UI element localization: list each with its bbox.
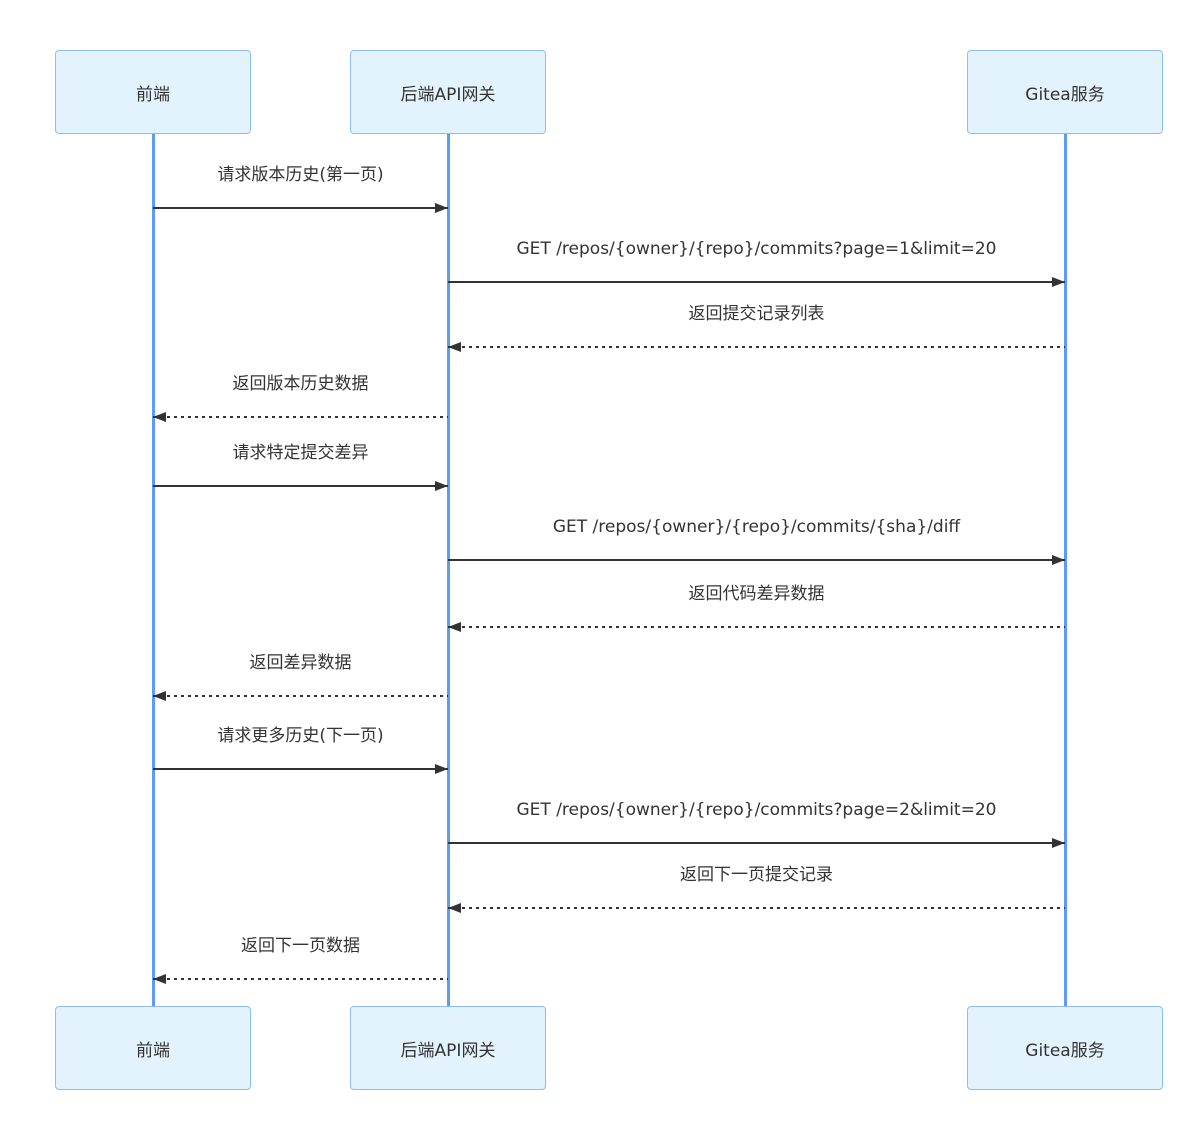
message-arrow-line [153,768,448,770]
message-label: GET /repos/{owner}/{repo}/commits?page=1… [516,239,997,259]
message-label: 返回下一页提交记录 [680,865,833,885]
message-label: 请求特定提交差异 [232,443,369,463]
arrowhead-icon [153,412,166,422]
message-arrow-line [448,907,1065,909]
arrowhead-icon [153,691,166,701]
message-arrow-line [153,485,448,487]
actor-label: 前端 [136,84,170,105]
arrowhead-icon [153,974,166,984]
message-arrow-line [448,559,1065,561]
message-label: 请求版本历史(第一页) [217,165,384,185]
arrowhead-icon [448,342,461,352]
message-label: 请求更多历史(下一页) [217,726,384,746]
message-label: GET /repos/{owner}/{repo}/commits/{sha}/… [552,517,961,537]
actor-label: 前端 [136,1040,170,1061]
arrowhead-icon [448,622,461,632]
actor-box-frontend-top: 前端 [55,50,251,134]
arrowhead-icon [1052,555,1065,565]
message-label: 返回代码差异数据 [688,584,825,604]
message-arrow-line [448,346,1065,348]
message-label: 返回版本历史数据 [232,374,369,394]
actor-box-gateway-bottom: 后端API网关 [350,1006,546,1090]
message-arrow-line [153,207,448,209]
arrowhead-icon [435,764,448,774]
arrowhead-icon [1052,277,1065,287]
actor-label: 后端API网关 [400,84,496,105]
message-arrow-line [153,416,448,418]
message-label: 返回差异数据 [249,653,352,673]
message-label: GET /repos/{owner}/{repo}/commits?page=2… [516,800,997,820]
lifeline-gitea [1063,134,1067,1006]
actor-label: 后端API网关 [400,1040,496,1061]
actor-box-gitea-bottom: Gitea服务 [967,1006,1163,1090]
arrowhead-icon [448,903,461,913]
message-label: 返回提交记录列表 [688,304,825,324]
message-arrow-line [153,978,448,980]
lifeline-gateway [446,134,450,1006]
actor-label: Gitea服务 [1025,84,1105,105]
arrowhead-icon [1052,838,1065,848]
message-arrow-line [448,281,1065,283]
actor-box-gitea-top: Gitea服务 [967,50,1163,134]
lifeline-frontend [151,134,155,1006]
actor-box-frontend-bottom: 前端 [55,1006,251,1090]
actor-box-gateway-top: 后端API网关 [350,50,546,134]
actor-label: Gitea服务 [1025,1040,1105,1061]
arrowhead-icon [435,481,448,491]
message-arrow-line [448,626,1065,628]
message-arrow-line [448,842,1065,844]
message-arrow-line [153,695,448,697]
message-label: 返回下一页数据 [241,936,360,956]
arrowhead-icon [435,203,448,213]
